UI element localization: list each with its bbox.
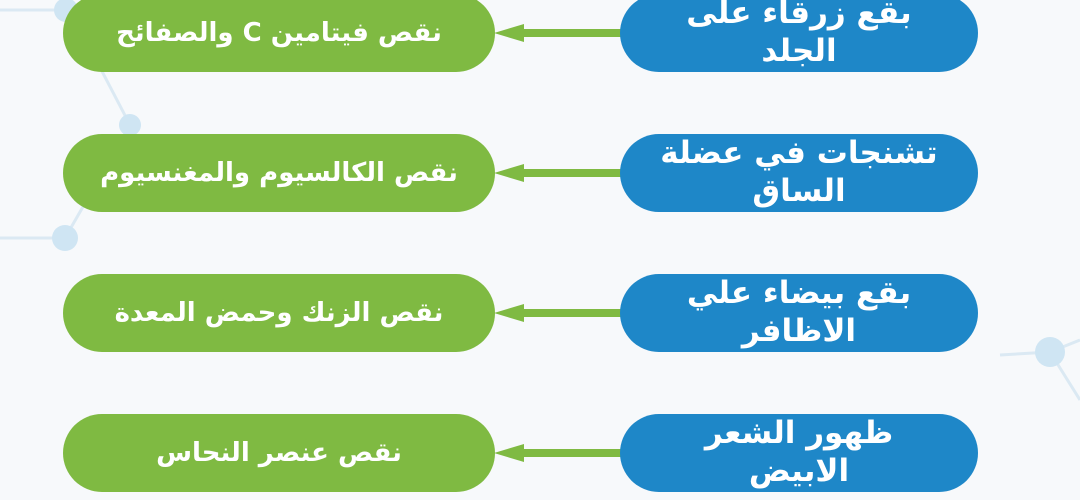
diagram-row: نقص عنصر النحاس ظهور الشعر الابيض <box>0 414 1080 494</box>
symptom-text: بقع زرقاء على الجلد <box>686 0 912 69</box>
cause-pill: نقص فيتامين C والصفائح <box>63 0 495 72</box>
cause-pill: نقص الزنك وحمض المعدة <box>63 274 495 352</box>
symptom-pill: ظهور الشعر الابيض <box>620 414 978 492</box>
arrow-left-icon <box>494 304 624 322</box>
symptom-pill: تشنجات في عضلة الساق <box>620 134 978 212</box>
symptom-pill: بقع بيضاء علي الاظافر <box>620 274 978 352</box>
cause-pill: نقص الكالسيوم والمغنسيوم <box>63 134 495 212</box>
diagram-row: نقص الكالسيوم والمغنسيوم تشنجات في عضلة … <box>0 134 1080 214</box>
symptom-text: تشنجات في عضلة الساق <box>660 135 938 209</box>
diagram-row: نقص فيتامين C والصفائح بقع زرقاء على الج… <box>0 0 1080 74</box>
cause-pill: نقص عنصر النحاس <box>63 414 495 492</box>
symptom-text: ظهور الشعر الابيض <box>704 415 894 489</box>
symptom-pill: بقع زرقاء على الجلد <box>620 0 978 72</box>
diagram-row: نقص الزنك وحمض المعدة بقع بيضاء علي الاظ… <box>0 274 1080 354</box>
arrow-left-icon <box>494 164 624 182</box>
arrow-left-icon <box>494 24 624 42</box>
symptom-text: بقع بيضاء علي الاظافر <box>686 275 912 349</box>
arrow-left-icon <box>494 444 624 462</box>
